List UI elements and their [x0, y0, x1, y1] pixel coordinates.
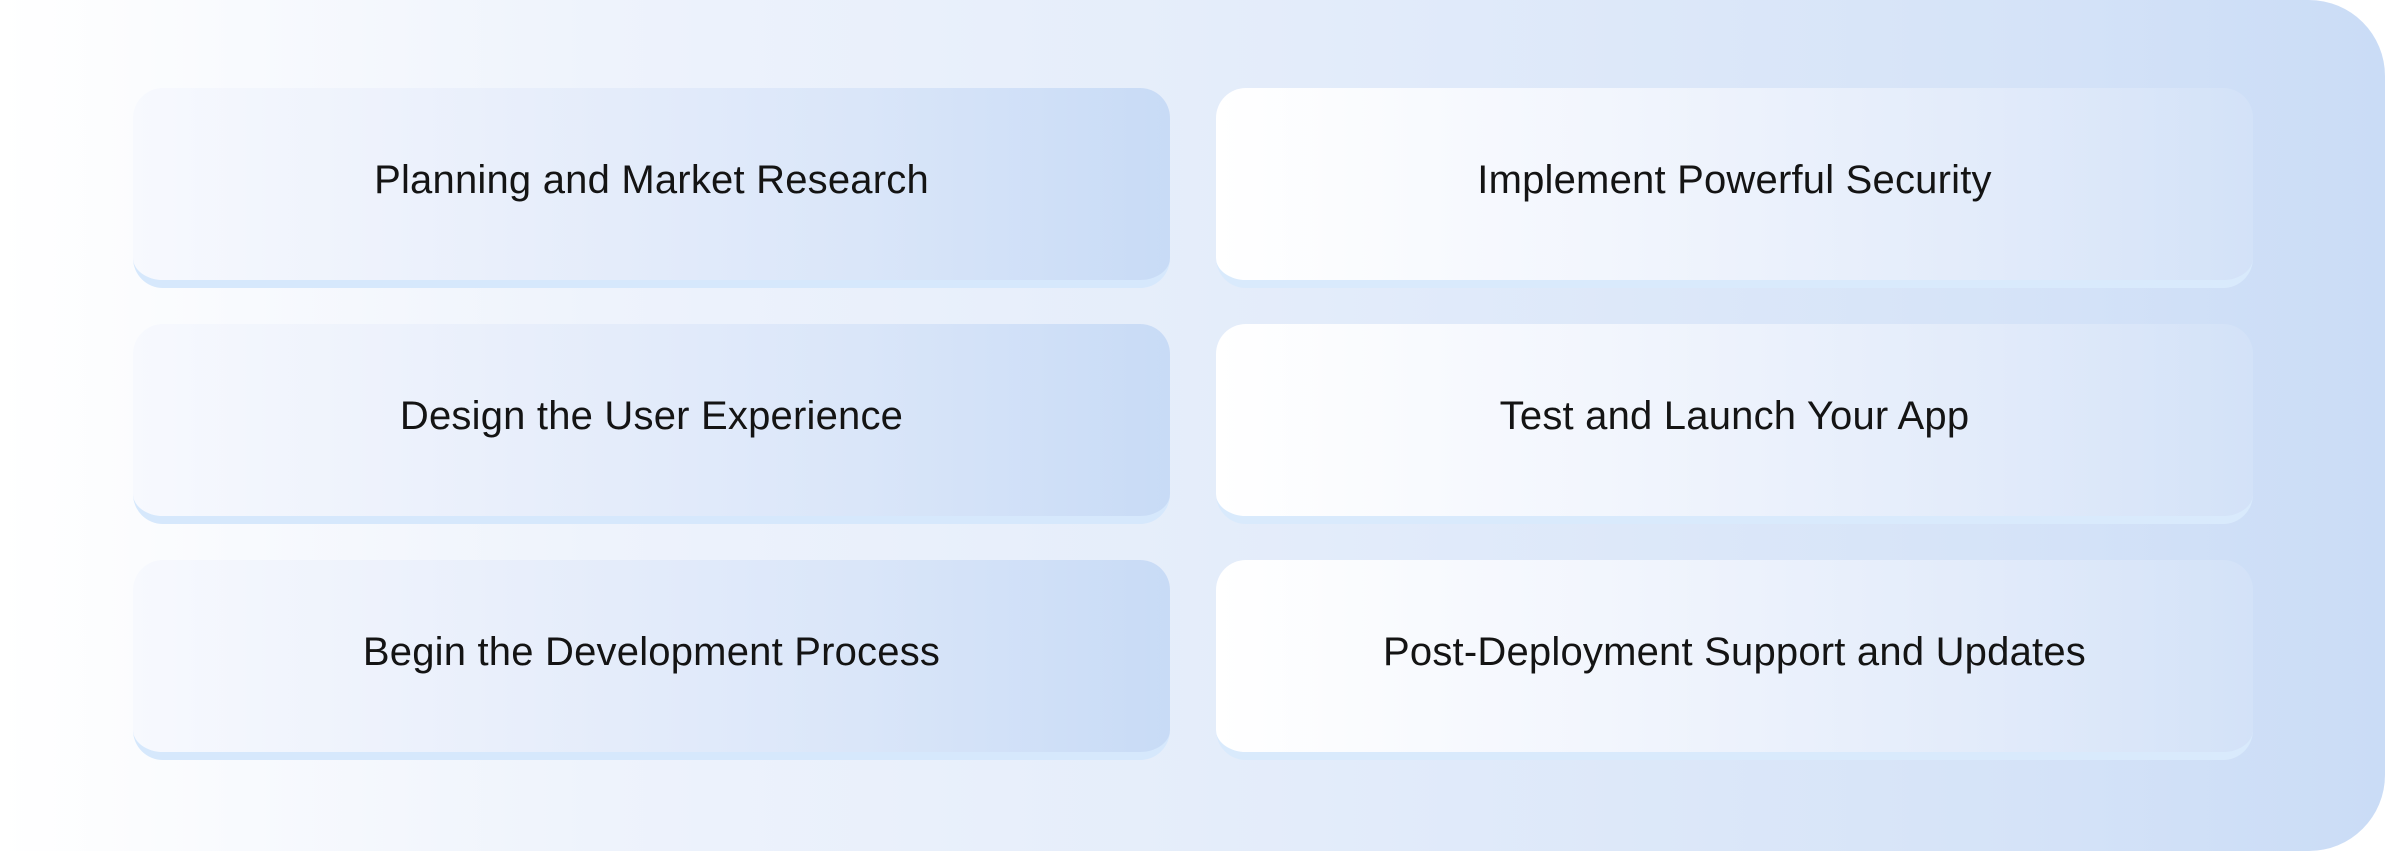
step-card-test-launch[interactable]: Test and Launch Your App	[1216, 324, 2253, 524]
step-label: Begin the Development Process	[362, 629, 941, 674]
step-card-development[interactable]: Begin the Development Process	[133, 560, 1170, 760]
step-label: Implement Powerful Security	[1477, 157, 1992, 202]
step-card-support[interactable]: Post-Deployment Support and Updates	[1216, 560, 2253, 760]
step-card-design[interactable]: Design the User Experience	[133, 324, 1170, 524]
step-label: Design the User Experience	[399, 393, 904, 438]
step-card-security[interactable]: Implement Powerful Security	[1216, 88, 2253, 288]
step-label: Post-Deployment Support and Updates	[1383, 629, 2086, 674]
step-label: Test and Launch Your App	[1499, 393, 1970, 438]
step-card-planning[interactable]: Planning and Market Research	[133, 88, 1170, 288]
steps-grid: Planning and Market Research Design the …	[133, 88, 2253, 762]
step-label: Planning and Market Research	[374, 157, 929, 202]
